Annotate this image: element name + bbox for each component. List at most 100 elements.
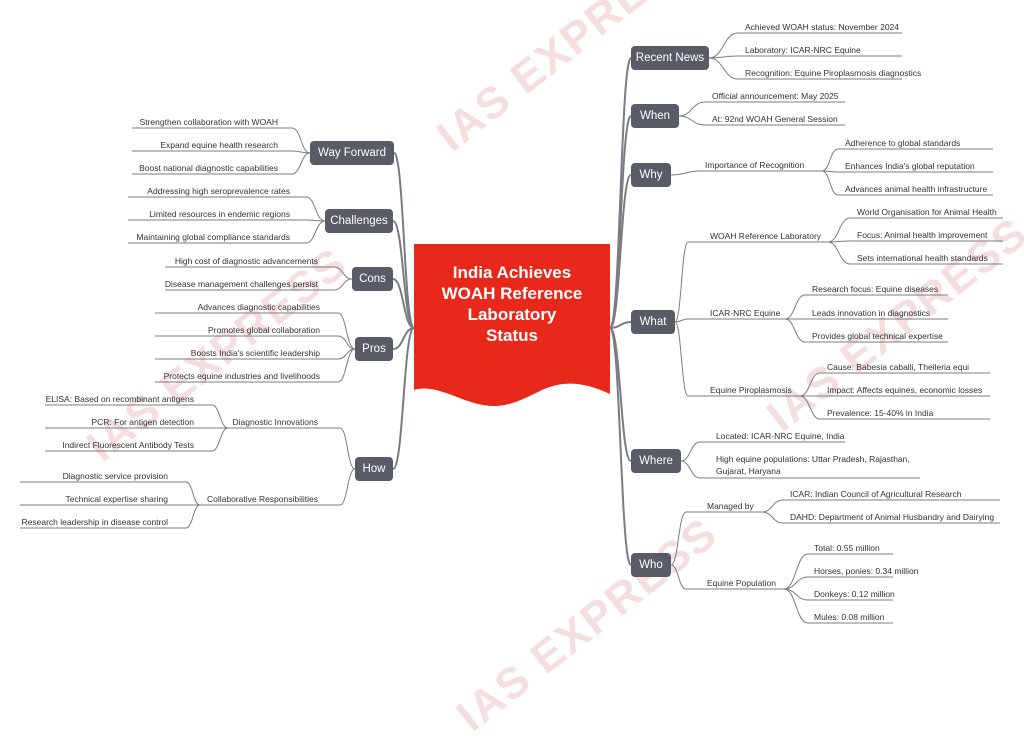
connector-line bbox=[670, 511, 687, 566]
connector-line bbox=[609, 115, 632, 329]
connector-line bbox=[291, 152, 311, 175]
connector-line bbox=[674, 321, 689, 397]
mind-map: IAS EXPRESS IAS EXPRESS IAS EXPRESS IAS … bbox=[20, 0, 1024, 741]
connector-line bbox=[784, 294, 806, 320]
leaf-who-managed-by: DAHD: Department of Animal Husbandry and… bbox=[790, 512, 995, 522]
connector-line bbox=[609, 57, 632, 329]
branch-what[interactable]: What bbox=[631, 310, 675, 334]
leaf-how-collaborative: Research leadership in disease control bbox=[21, 517, 168, 527]
leaf-challenges: Maintaining global compliance standards bbox=[136, 232, 290, 242]
leaf-pros: Advances diagnostic capabilities bbox=[197, 302, 320, 312]
branch-challenges[interactable]: Challenges bbox=[325, 209, 393, 233]
leaf-way-forward: Boost national diagnostic capabilities bbox=[139, 163, 278, 173]
connector-line bbox=[609, 327, 632, 566]
connector-line bbox=[392, 220, 415, 329]
leaf-why: Enhances India's global reputation bbox=[845, 161, 975, 171]
leaf-how-collaborative: Diagnostic service provision bbox=[62, 471, 168, 481]
connector-line bbox=[674, 318, 689, 323]
connector-line bbox=[185, 481, 201, 506]
connector-line bbox=[670, 170, 701, 176]
connector-line bbox=[680, 460, 701, 479]
leaf-why: Advances animal health infrastructure bbox=[845, 184, 988, 194]
connector-line bbox=[392, 278, 415, 329]
connector-line bbox=[185, 504, 201, 529]
branch-how[interactable]: How bbox=[355, 457, 393, 481]
leaf-who-population: Horses, ponies: 0.34 million bbox=[814, 566, 919, 576]
connector-line bbox=[337, 335, 356, 350]
branch-way-forward[interactable]: Way Forward bbox=[310, 141, 394, 165]
leaf-what-icar-nrc: Research focus: Equine diseases bbox=[812, 284, 939, 294]
central-title-line: India Achieves bbox=[452, 263, 572, 282]
leaf-pros: Boosts India's scientific leadership bbox=[190, 348, 320, 358]
connector-line bbox=[333, 266, 353, 280]
sub-what-piroplasmosis: Equine Piroplasmosis bbox=[710, 385, 792, 395]
leaf-what-woah-lab: Sets international health standards bbox=[857, 253, 988, 263]
leaf-pros: Promotes global collaboration bbox=[208, 325, 320, 335]
leaf-cons: High cost of diagnostic advancements bbox=[174, 256, 318, 266]
leaf-challenges: Limited resources in endemic regions bbox=[149, 209, 290, 219]
connector-line bbox=[680, 441, 701, 462]
connector-line bbox=[783, 588, 809, 624]
leaf-cons: Disease management challenges persist bbox=[164, 279, 318, 289]
leaf-way-forward: Strengthen collaboration with WOAH bbox=[139, 117, 278, 127]
sub-what-icar-nrc: ICAR-NRC Equine bbox=[710, 308, 781, 318]
central-topic-shape bbox=[414, 244, 610, 407]
leaf-recent-news: Laboratory: ICAR-NRC Equine bbox=[745, 45, 861, 55]
leaf-how-diagnostic: Indirect Fluorescent Antibody Tests bbox=[62, 440, 194, 450]
branch-pros[interactable]: Pros bbox=[355, 337, 393, 361]
leaf-where: Located: ICAR-NRC Equine, India bbox=[716, 431, 845, 441]
leaf-who-population: Mules: 0.08 million bbox=[814, 612, 885, 622]
connector-line bbox=[333, 278, 353, 291]
branch-when[interactable]: When bbox=[631, 104, 679, 128]
connector-line bbox=[827, 217, 851, 243]
connector-line bbox=[784, 318, 806, 343]
connector-line bbox=[339, 468, 356, 506]
leaf-what-woah-lab: Focus: Animal health improvement bbox=[857, 230, 988, 240]
leaf-when: At: 92nd WOAH General Session bbox=[712, 114, 838, 124]
connector-line bbox=[827, 241, 851, 265]
leaf-what-piroplasmosis: Prevalence: 15-40% in India bbox=[827, 408, 934, 418]
leaf-recent-news: Recognition: Equine Piroplasmosis diagno… bbox=[745, 68, 922, 78]
leaf-how-collaborative: Technical expertise sharing bbox=[65, 494, 168, 504]
connector-line bbox=[799, 395, 821, 420]
connector-line bbox=[761, 499, 784, 513]
branch-who[interactable]: Who bbox=[631, 553, 671, 577]
leaf-how-diagnostic: PCR: For antigen detection bbox=[91, 417, 194, 427]
leaf-where: High equine populations: Uttar Pradesh, … bbox=[716, 454, 910, 476]
leaf-what-icar-nrc: Leads innovation in diagnostics bbox=[812, 308, 931, 318]
connector-line bbox=[783, 576, 809, 590]
central-title-line: Laboratory bbox=[467, 305, 557, 324]
connector-line bbox=[392, 327, 415, 350]
connector-line bbox=[674, 241, 689, 323]
branch-recent-news[interactable]: Recent News bbox=[631, 46, 709, 70]
branch-why[interactable]: Why bbox=[631, 163, 671, 187]
central-topic: India Achieves WOAH Reference Laboratory… bbox=[414, 244, 610, 412]
connector-line bbox=[291, 127, 311, 154]
connector-line bbox=[678, 101, 706, 117]
sub-who-population: Equine Population bbox=[707, 578, 777, 588]
branch-where[interactable]: Where bbox=[631, 449, 681, 473]
connector-line bbox=[392, 327, 415, 470]
connector-line bbox=[761, 511, 784, 524]
connector-line bbox=[678, 115, 706, 126]
connector-line bbox=[821, 148, 839, 172]
connector-line bbox=[783, 553, 809, 590]
connector-line bbox=[708, 32, 739, 59]
sub-what-woah-lab: WOAH Reference Laboratory bbox=[710, 231, 822, 241]
connector-line bbox=[799, 372, 821, 397]
sub-how-diagnostic: Diagnostic Innovations bbox=[232, 417, 318, 427]
connector-line bbox=[609, 321, 632, 329]
branch-cons[interactable]: Cons bbox=[352, 267, 393, 291]
connector-line bbox=[305, 220, 326, 244]
leaf-how-diagnostic: ELISA: Based on recombinant antigens bbox=[45, 394, 194, 404]
connector-line bbox=[609, 174, 632, 329]
leaf-what-piroplasmosis: Cause: Babesia caballi, Theileria equi bbox=[827, 362, 970, 372]
central-title-line: Status bbox=[486, 326, 538, 345]
leaf-what-woah-lab: World Organisation for Animal Health bbox=[857, 207, 997, 217]
leaf-pros: Protects equine industries and livelihoo… bbox=[163, 371, 320, 381]
connector-line bbox=[339, 427, 356, 470]
connector-lines bbox=[20, 32, 1003, 624]
leaf-recent-news: Achieved WOAH status: November 2024 bbox=[745, 22, 900, 32]
sub-who-managed-by: Managed by bbox=[707, 501, 754, 511]
leaf-who-population: Donkeys: 0.12 million bbox=[814, 589, 895, 599]
